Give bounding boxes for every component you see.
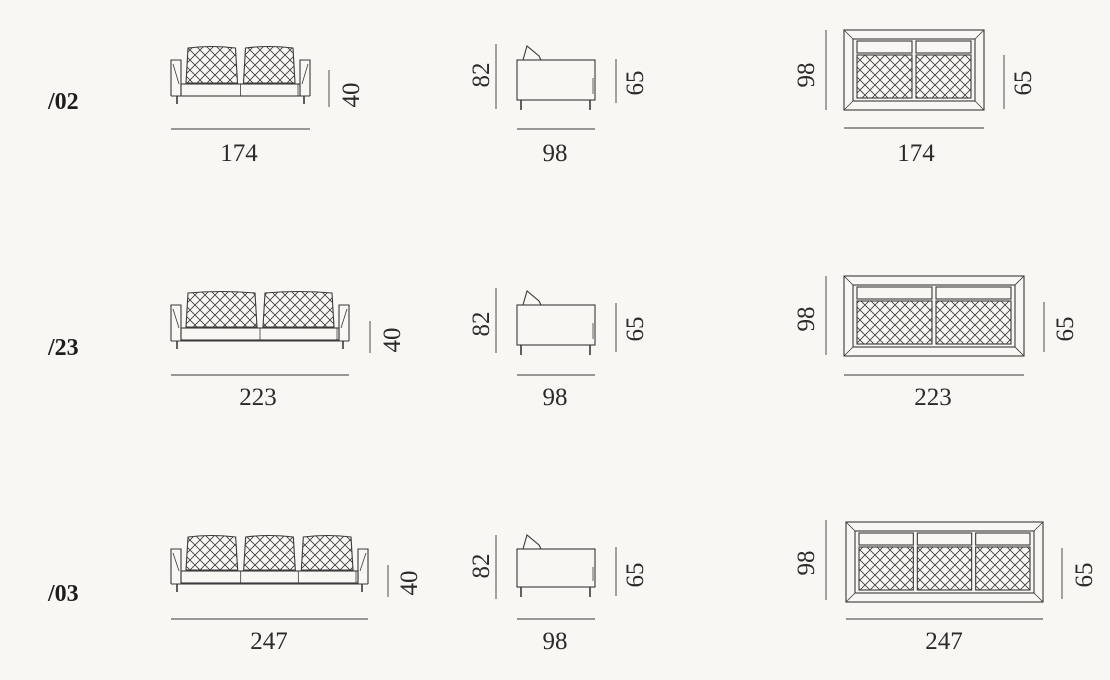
side-view: [495, 288, 617, 376]
front-seat-height-23: 40: [379, 327, 406, 353]
back-cushion: [262, 290, 335, 328]
front-seat-height-02: 40: [338, 82, 365, 108]
side-back-height-23: 65: [622, 316, 649, 342]
side-height-03: 82: [468, 553, 495, 579]
back-cushion: [185, 45, 239, 84]
model-row: [170, 275, 1045, 376]
model-row: [170, 520, 1063, 620]
top-view: [825, 520, 1063, 620]
back-cushion: [300, 534, 354, 571]
side-depth-23: 98: [542, 384, 568, 411]
model-label-03: /03: [48, 581, 79, 607]
top-height-02: 65: [1010, 70, 1037, 96]
model-row: [170, 29, 1005, 130]
front-seat-height-03: 40: [396, 570, 423, 596]
side-back-height-03: 65: [622, 562, 649, 588]
back-cushion: [243, 534, 296, 571]
top-height-03: 65: [1071, 562, 1098, 588]
front-width-03: 247: [250, 628, 288, 655]
front-width-02: 174: [220, 140, 258, 167]
side-height-02: 82: [468, 62, 495, 88]
top-depth-03: 98: [793, 550, 820, 576]
back-cushion: [185, 534, 239, 571]
back-cushion: [185, 290, 258, 328]
front-view: [170, 45, 330, 130]
model-label-23: /23: [48, 335, 79, 361]
top-width-02: 174: [897, 140, 935, 167]
top-height-23: 65: [1052, 316, 1079, 342]
backrest-profile: [522, 45, 542, 61]
top-depth-02: 98: [793, 62, 820, 88]
side-depth-03: 98: [542, 628, 568, 655]
side-depth-02: 98: [542, 140, 568, 167]
side-height-23: 82: [468, 311, 495, 337]
front-view: [170, 290, 371, 376]
backrest-profile: [522, 534, 542, 550]
side-view: [495, 534, 617, 620]
top-width-03: 247: [925, 628, 963, 655]
back-cushion: [242, 45, 296, 84]
top-width-23: 223: [914, 384, 952, 411]
front-view: [170, 534, 389, 620]
side-back-height-02: 65: [622, 70, 649, 96]
side-view: [495, 44, 617, 130]
model-label-02: /02: [48, 89, 79, 115]
top-view: [825, 275, 1045, 376]
front-width-23: 223: [239, 384, 277, 411]
top-view: [825, 29, 1005, 129]
top-depth-23: 98: [793, 306, 820, 332]
backrest-profile: [522, 290, 542, 306]
